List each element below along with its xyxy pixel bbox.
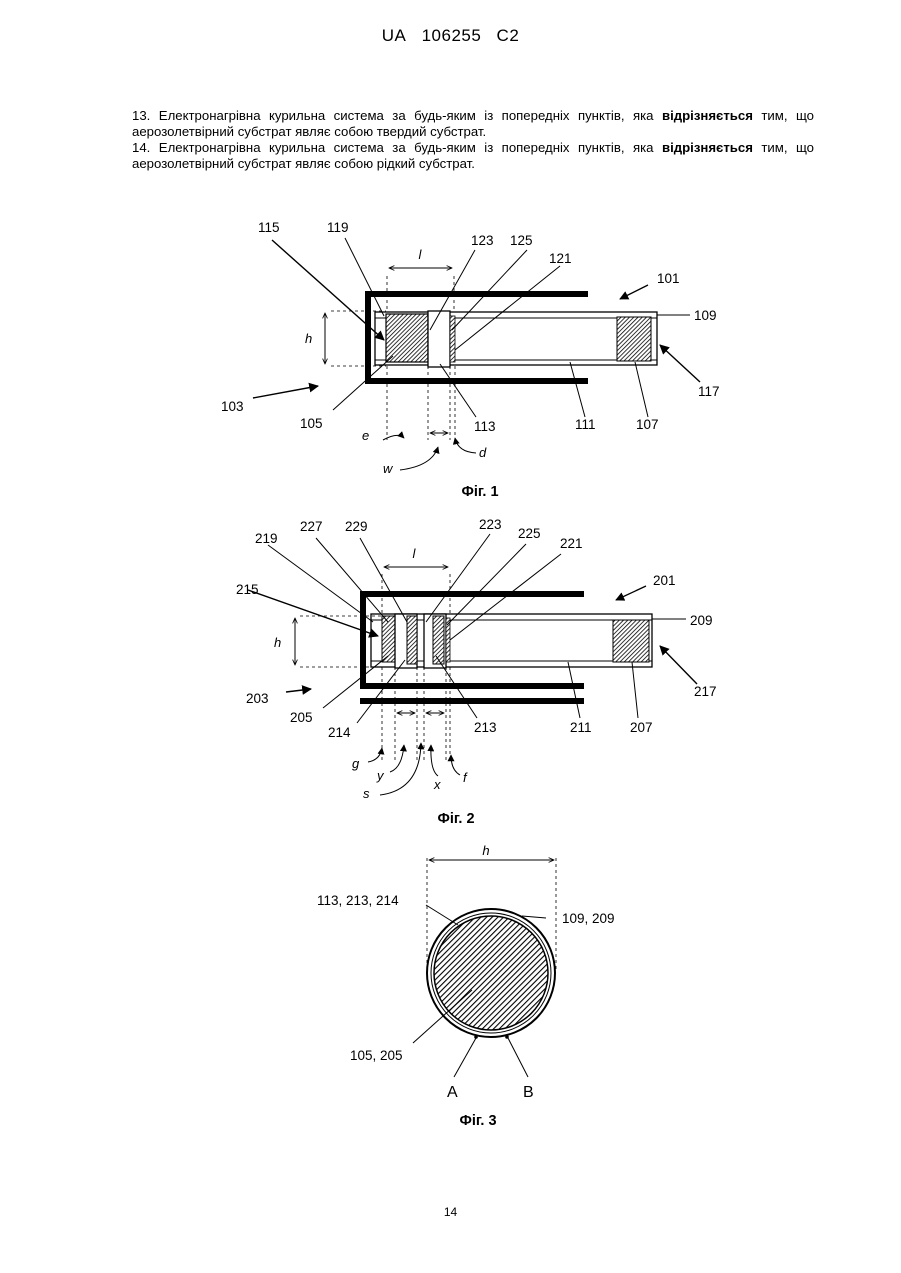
fig1-label-117: 117 <box>698 384 720 399</box>
fig1-label-125: 125 <box>510 233 533 248</box>
fig1-dim-h: h <box>305 331 312 346</box>
fig1-label-103: 103 <box>221 399 244 414</box>
figure-1: l h e w d 115 119 123 125 <box>221 220 720 500</box>
page-number: 14 <box>0 1205 901 1219</box>
fig2-label-217: 217 <box>694 684 717 699</box>
fig1-dim-l: l <box>419 247 423 262</box>
fig1-segment-113 <box>428 311 450 367</box>
fig3-label-B: B <box>523 1084 534 1101</box>
fig1-dim-e: e <box>362 428 369 443</box>
fig2-label-214: 214 <box>328 725 351 740</box>
fig2-dim-s: s <box>363 786 370 801</box>
fig2-label-211: 211 <box>570 720 592 735</box>
fig2-label-203: 203 <box>246 691 269 706</box>
fig3-label-109: 109, 209 <box>562 911 615 926</box>
fig2-caption: Фіг. 2 <box>437 811 474 827</box>
fig1-dim-w: w <box>383 461 394 476</box>
fig2-label-215: 215 <box>236 582 259 597</box>
figure-3: h 113, 213, 214 109, 209 105, 205 A B Фі… <box>317 843 615 1129</box>
fig2-label-229: 229 <box>345 519 368 534</box>
fig1-label-101: 101 <box>657 271 680 286</box>
fig2-label-219: 219 <box>255 531 278 546</box>
fig3-dim-h: h <box>482 843 489 858</box>
fig3-label-A: A <box>447 1084 458 1101</box>
fig1-label-105: 105 <box>300 416 323 431</box>
fig2-label-221: 221 <box>560 536 583 551</box>
fig1-dim-d: d <box>479 445 487 460</box>
fig2-label-205: 205 <box>290 710 313 725</box>
fig2-filter-207 <box>613 620 649 662</box>
fig2-dim-x: x <box>433 777 441 792</box>
fig1-filter-107 <box>617 317 651 361</box>
fig2-label-207: 207 <box>630 720 653 735</box>
fig1-element-121 <box>450 316 455 362</box>
fig2-label-225: 225 <box>518 526 541 541</box>
fig3-caption: Фіг. 3 <box>459 1113 496 1129</box>
fig1-label-123: 123 <box>471 233 494 248</box>
fig2-label-223: 223 <box>479 517 502 532</box>
fig1-caption: Фіг. 1 <box>461 484 498 500</box>
figure-2: l h g y s x f <box>236 517 717 827</box>
fig1-label-115: 115 <box>258 220 280 235</box>
fig2-dim-g: g <box>352 756 360 771</box>
fig3-label-105: 105, 205 <box>350 1048 403 1063</box>
fig2-dim-h: h <box>274 635 281 650</box>
fig1-label-121: 121 <box>549 251 572 266</box>
fig2-label-213: 213 <box>474 720 497 735</box>
fig1-substrate-105 <box>386 314 428 362</box>
fig2-substrate-205 <box>382 616 395 662</box>
fig1-label-113: 113 <box>474 419 496 434</box>
fig3-label-113: 113, 213, 214 <box>317 893 399 908</box>
fig1-label-111: 111 <box>575 417 596 432</box>
fig1-label-119: 119 <box>327 220 349 235</box>
fig1-label-107: 107 <box>636 417 659 432</box>
fig3-substrate-core <box>434 916 548 1030</box>
fig2-label-209: 209 <box>690 613 713 628</box>
fig2-label-227: 227 <box>300 519 323 534</box>
fig1-label-109: 109 <box>694 308 717 323</box>
fig2-label-201: 201 <box>653 573 676 588</box>
fig2-dim-y: y <box>376 768 385 783</box>
fig2-dim-f: f <box>463 770 468 785</box>
fig2-dim-l: l <box>413 546 417 561</box>
